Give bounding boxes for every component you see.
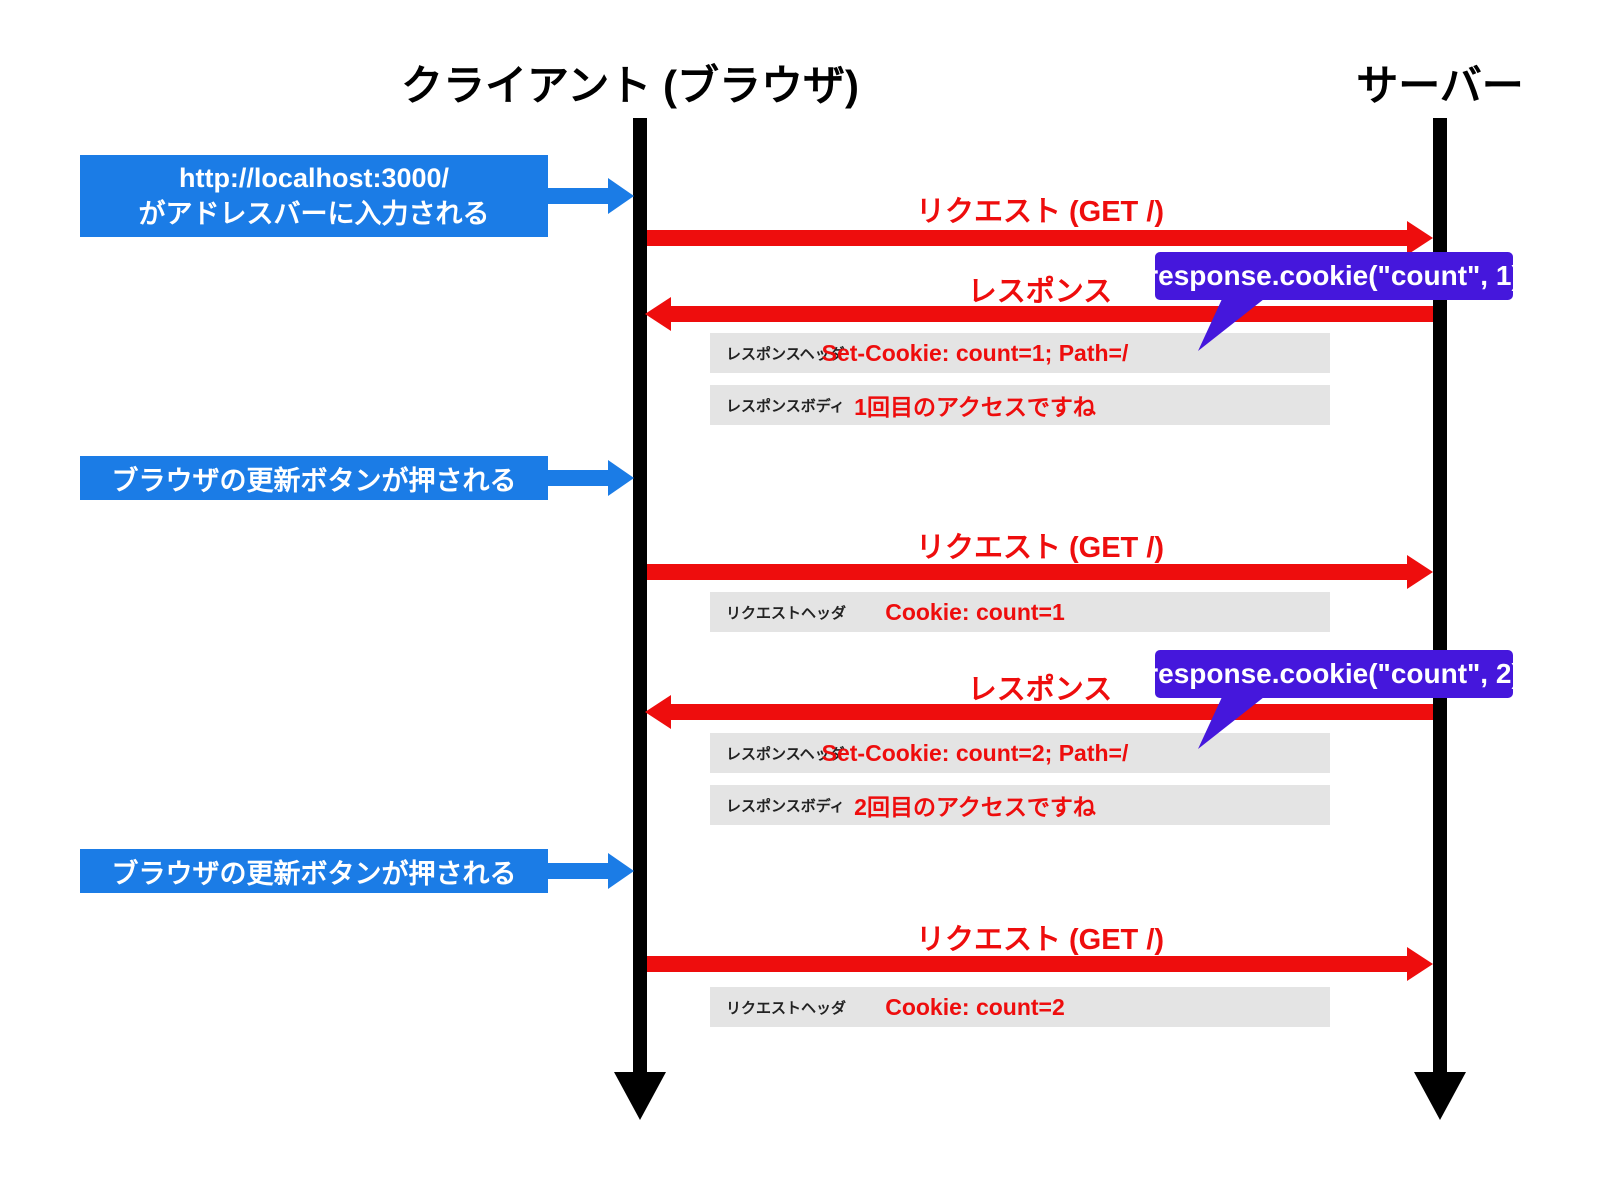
detail-bar-label: レスポンスヘッダ: [726, 745, 845, 763]
event-box-refresh-1: ブラウザの更新ボタンが押される: [80, 456, 548, 500]
detail-bar-value: Set-Cookie: count=1; Path=/: [821, 339, 1129, 366]
detail-bar-value: 1回目のアクセスですね: [854, 394, 1096, 420]
client-lifeline-arrowhead-icon: [614, 1072, 666, 1120]
message-arrowhead-request-3-icon: [1407, 947, 1433, 981]
message-label-request-3: リクエスト (GET /): [915, 924, 1165, 956]
message-arrow-response-2: [671, 704, 1433, 720]
detail-bar-value: Cookie: count=1: [885, 598, 1065, 625]
message-label-response-1: レスポンス: [967, 276, 1113, 308]
detail-bar-value: Set-Cookie: count=2; Path=/: [821, 739, 1129, 766]
detail-bar-label: リクエストヘッダ: [726, 999, 847, 1017]
event-arrow-2-head-icon: [608, 460, 634, 496]
callout-response-cookie-1: response.cookie("count", 1): [1147, 252, 1521, 300]
detail-bar-value: 2回目のアクセスですね: [854, 794, 1096, 820]
event-box-url-entered: http://localhost:3000/ がアドレスバーに入力される: [80, 155, 548, 237]
message-label-request-1: リクエスト (GET /): [915, 196, 1165, 228]
detail-bar-response-body-1: レスポンスボディ 1回目のアクセスですね: [710, 385, 1330, 425]
server-lifeline: [1433, 118, 1447, 1072]
message-arrow-request-2: [647, 564, 1409, 580]
message-arrowhead-request-1-icon: [1407, 221, 1433, 255]
event-arrow-1-head-icon: [608, 178, 634, 214]
detail-bar-request-header-1: リクエストヘッダ Cookie: count=1: [710, 592, 1330, 632]
detail-bar-label: レスポンスボディ: [726, 797, 845, 815]
callout-tail-1-icon: [1198, 299, 1264, 351]
message-arrow-request-3: [647, 956, 1409, 972]
callout-tail-2-icon: [1198, 697, 1264, 749]
detail-bar-response-header-1: レスポンスヘッダ Set-Cookie: count=1; Path=/: [710, 333, 1330, 373]
server-lifeline-arrowhead-icon: [1414, 1072, 1466, 1120]
message-arrow-response-1: [671, 306, 1433, 322]
server-lifeline-title: サーバー: [1356, 62, 1524, 109]
message-label-request-2: リクエスト (GET /): [915, 532, 1165, 564]
detail-bar-response-body-2: レスポンスボディ 2回目のアクセスですね: [710, 785, 1330, 825]
detail-bar-label: レスポンスボディ: [726, 397, 845, 415]
detail-bar-label: レスポンスヘッダ: [726, 345, 845, 363]
callout-response-cookie-2: response.cookie("count", 2): [1147, 650, 1521, 698]
message-arrowhead-response-2-icon: [645, 695, 671, 729]
event-arrow-1-shaft: [548, 188, 608, 204]
detail-bar-request-header-2: リクエストヘッダ Cookie: count=2: [710, 987, 1330, 1027]
event-arrow-3-head-icon: [608, 853, 634, 889]
detail-bar-label: リクエストヘッダ: [726, 604, 847, 622]
message-arrow-request-1: [647, 230, 1409, 246]
event-arrow-3-shaft: [548, 863, 608, 879]
message-arrowhead-response-1-icon: [645, 297, 671, 331]
event-arrow-2-shaft: [548, 470, 608, 486]
event-box-refresh-2: ブラウザの更新ボタンが押される: [80, 849, 548, 893]
client-lifeline: [633, 118, 647, 1072]
message-label-response-2: レスポンス: [967, 674, 1113, 706]
message-arrowhead-request-2-icon: [1407, 555, 1433, 589]
detail-bar-value: Cookie: count=2: [885, 993, 1065, 1020]
detail-bar-response-header-2: レスポンスヘッダ Set-Cookie: count=2; Path=/: [710, 733, 1330, 773]
client-lifeline-title: クライアント (ブラウザ): [401, 62, 859, 109]
